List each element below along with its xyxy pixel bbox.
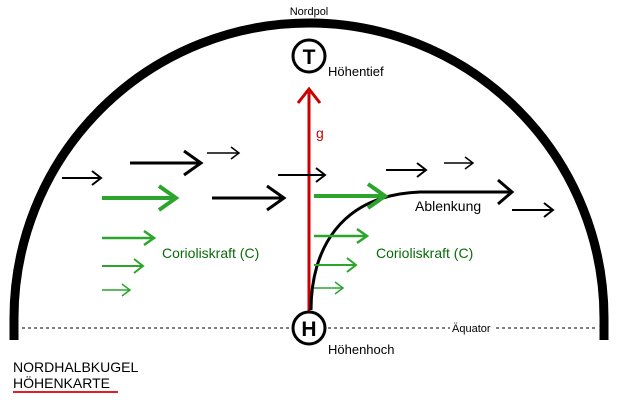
low-pressure-label: Höhentief xyxy=(328,64,384,79)
wind-arrow xyxy=(278,167,327,183)
svg-text:T: T xyxy=(303,46,316,69)
gravity-label: g xyxy=(316,125,324,141)
coriolis-arrow xyxy=(314,227,370,245)
hemisphere-arc xyxy=(9,18,609,340)
coriolis-label-right: Corioliskraft (C) xyxy=(376,245,473,261)
coriolis-arrow xyxy=(314,257,358,273)
wind-arrow xyxy=(130,149,204,177)
wind-arrow xyxy=(207,146,241,160)
deflection-path xyxy=(309,190,510,311)
deflection-label: Ablenkung xyxy=(415,198,481,214)
high-pressure-label: Höhenhoch xyxy=(328,342,395,357)
svg-text:H: H xyxy=(301,318,316,341)
coriolis-arrows-right xyxy=(314,182,389,295)
coriolis-arrow xyxy=(102,229,157,247)
coriolis-arrow xyxy=(314,182,389,210)
wind-arrow xyxy=(386,162,428,178)
coriolis-arrow xyxy=(102,184,180,212)
hemisphere-caption: NORDHALBKUGEL xyxy=(13,359,138,375)
deflection-arrowhead xyxy=(497,178,515,206)
coriolis-arrow xyxy=(102,283,132,297)
coriolis-arrows-left xyxy=(102,184,180,297)
gravity-arrow xyxy=(296,86,322,312)
equator-label: Äquator xyxy=(452,323,491,335)
low-pressure-symbol: T xyxy=(291,38,327,74)
coriolis-arrow xyxy=(102,258,145,274)
coriolis-label-left: Corioliskraft (C) xyxy=(162,245,259,261)
coriolis-arrow xyxy=(314,281,345,295)
high-pressure-symbol: H xyxy=(291,310,327,346)
north-pole-label: Nordpol xyxy=(290,6,329,18)
wind-arrow xyxy=(212,184,287,212)
wind-arrow xyxy=(512,202,555,218)
map-type-caption: HÖHENKARTE xyxy=(13,374,110,391)
wind-arrow xyxy=(62,170,103,186)
wind-arrows xyxy=(62,146,555,218)
wind-arrow xyxy=(444,156,475,170)
